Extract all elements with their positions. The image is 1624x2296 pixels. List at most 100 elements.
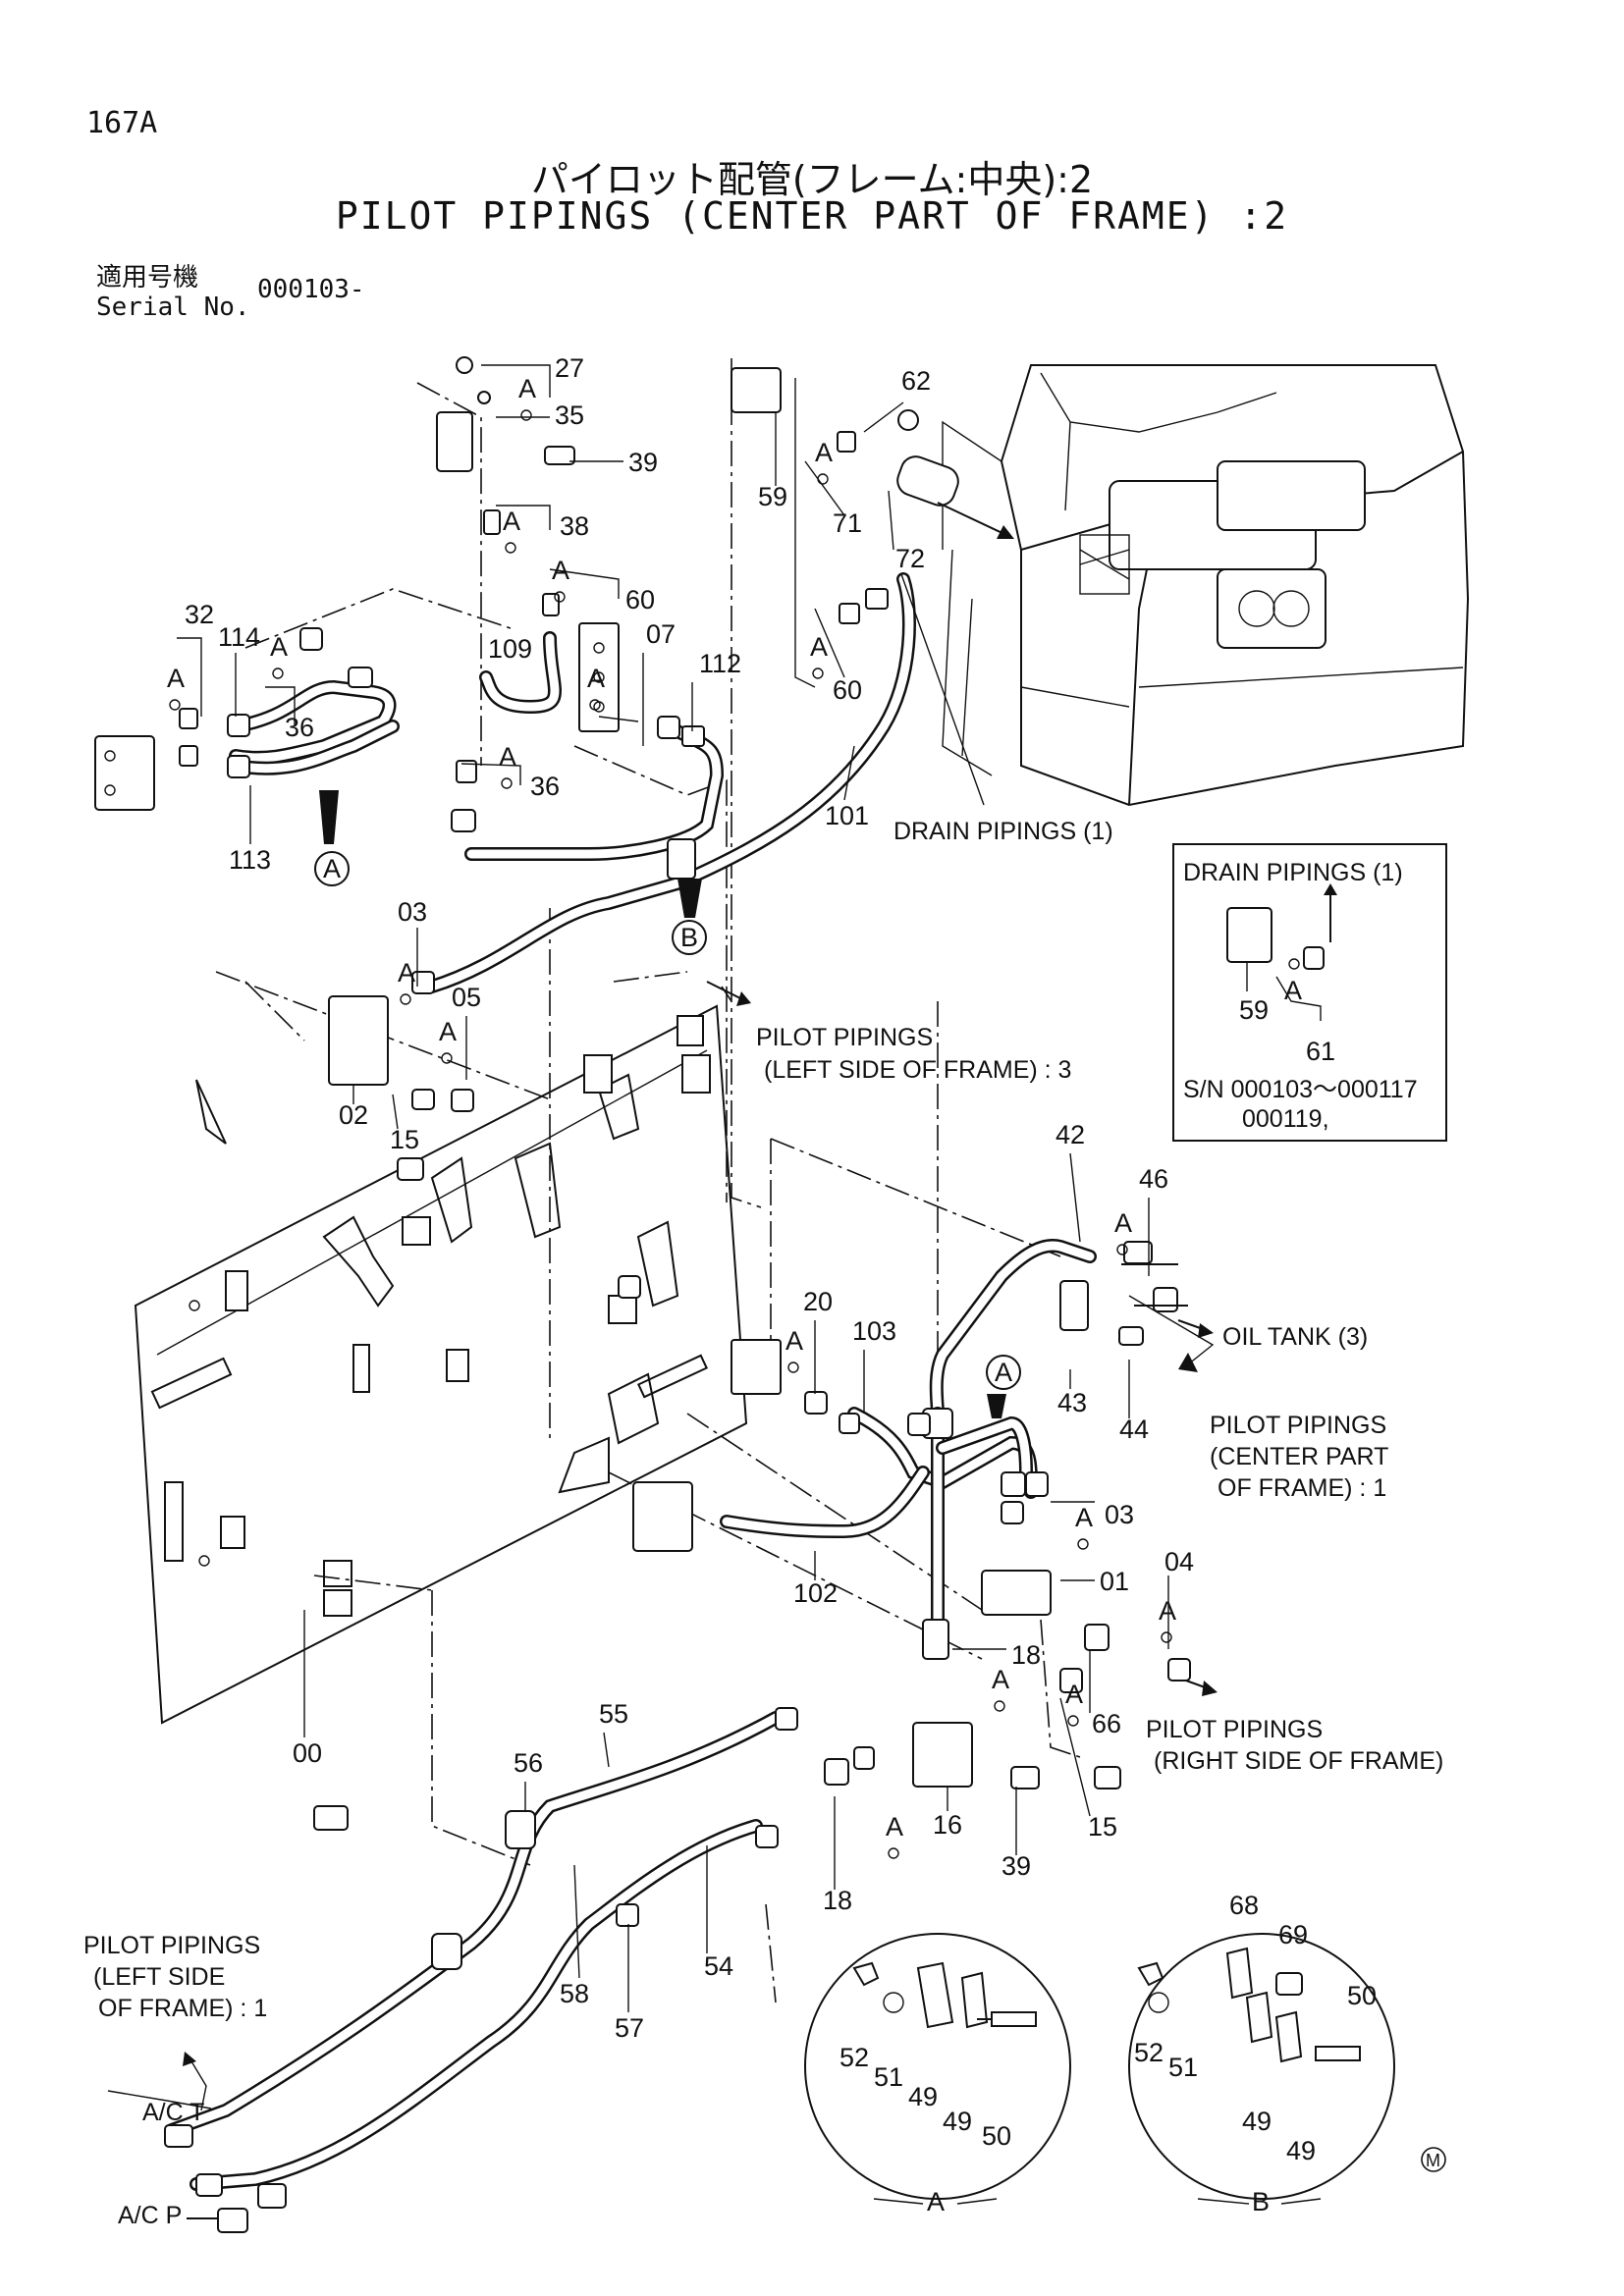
inset-serial-extra: 000119, — [1242, 1105, 1329, 1133]
part-59: 59 — [758, 482, 787, 511]
ref-pilot-right-line2: (RIGHT SIDE OF FRAME) — [1154, 1747, 1443, 1775]
part-18a: 18 — [1011, 1640, 1041, 1670]
part-46: 46 — [1139, 1164, 1168, 1194]
pipes — [165, 572, 1097, 2191]
o-ring-mark-2: A — [503, 507, 520, 536]
detail-b-part-69: 69 — [1278, 1920, 1308, 1949]
o-ring-icon — [272, 667, 284, 679]
o-ring-icon — [441, 1052, 453, 1064]
detail-b-part-68: 68 — [1229, 1891, 1259, 1920]
part-15a: 15 — [390, 1125, 419, 1154]
detail-a-label: A — [927, 2187, 945, 2216]
part-56: 56 — [514, 1748, 543, 1778]
part-112: 112 — [699, 649, 741, 678]
footer-symbol: M — [1426, 2151, 1440, 2170]
reference-labels: DRAIN PIPINGS (1) PILOT PIPINGS (LEFT SI… — [83, 818, 1443, 2229]
serial-number-range: 000103- — [257, 275, 365, 304]
detail-b-part-49a: 49 — [1242, 2107, 1272, 2136]
o-ring-mark-15: A — [1159, 1596, 1176, 1626]
o-ring-icon — [169, 699, 181, 711]
o-ring-mark-11: A — [439, 1017, 457, 1046]
detail-a-part-49b: 49 — [943, 2107, 972, 2136]
page-title: PILOT PIPINGS (CENTER PART OF FRAME) :2 — [335, 194, 1289, 238]
ref-pilot-right-line1: PILOT PIPINGS — [1146, 1716, 1323, 1743]
o-ring-mark-12: A — [1114, 1208, 1132, 1238]
part-71: 71 — [833, 508, 862, 538]
o-ring-mark-7: A — [499, 742, 516, 772]
components — [94, 367, 1089, 1970]
page-title-japanese: パイロット配管(フレーム:中央):2 — [530, 158, 1094, 201]
o-ring-mark-4: A — [587, 664, 605, 693]
detail-a-part-51: 51 — [874, 2062, 903, 2092]
part-35: 35 — [555, 400, 584, 430]
part-07: 07 — [646, 619, 676, 649]
inset-part-61: 61 — [1306, 1037, 1335, 1066]
o-ring-icon — [994, 1700, 1005, 1712]
part-03b: 03 — [1105, 1500, 1134, 1529]
detail-b: 68 69 50 52 51 49 49 B — [1128, 1891, 1395, 2216]
o-ring-mark-14: A — [1075, 1503, 1093, 1532]
part-58: 58 — [560, 1979, 589, 2008]
o-ring-icon — [1161, 1631, 1172, 1643]
ref-ac-t: A/C T — [142, 2099, 204, 2126]
part-103: 103 — [852, 1316, 896, 1346]
o-ring-mark-17: A — [1065, 1680, 1083, 1709]
detail-b-part-52: 52 — [1134, 2038, 1164, 2067]
inset-serial-range: S/N 000103～000117 — [1183, 1076, 1418, 1103]
part-114: 114 — [218, 622, 260, 652]
part-60b: 60 — [833, 675, 862, 705]
m-symbol-icon — [1421, 2147, 1446, 2172]
part-00: 00 — [293, 1738, 322, 1768]
ref-pilot-left1-line2: (LEFT SIDE — [93, 1963, 225, 1991]
ref-ac-p: A/C P — [118, 2202, 182, 2229]
reference-arrows — [107, 502, 1218, 2219]
o-ring-icon — [812, 667, 824, 679]
engine-sketch — [942, 364, 1470, 807]
o-ring-icon — [400, 993, 411, 1005]
part-27: 27 — [555, 353, 584, 383]
o-ring-icon — [1067, 1715, 1079, 1727]
ref-pilot-left3-line1: PILOT PIPINGS — [756, 1024, 933, 1051]
part-57: 57 — [615, 2013, 644, 2043]
o-ring-mark-8: A — [815, 438, 833, 467]
callout-a-upper: A — [323, 854, 341, 883]
detail-a: 52 51 49 49 50 A — [804, 1933, 1071, 2216]
part-43: 43 — [1057, 1388, 1087, 1417]
serial-label: Serial No. — [96, 293, 250, 322]
part-16: 16 — [933, 1810, 962, 1840]
o-ring-icon — [501, 777, 513, 789]
o-ring-icon — [520, 409, 532, 421]
detail-b-part-49b: 49 — [1286, 2136, 1316, 2165]
inset-title: DRAIN PIPINGS (1) — [1183, 859, 1403, 886]
part-113: 113 — [229, 845, 271, 875]
page-code: 167A — [86, 106, 158, 140]
detail-b-part-50: 50 — [1347, 1981, 1377, 2010]
inset-part-59: 59 — [1239, 995, 1269, 1025]
o-ring-icon — [589, 699, 601, 711]
detail-b-label: B — [1252, 2187, 1270, 2216]
ref-pilot-center1-line2: (CENTER PART — [1210, 1443, 1388, 1470]
detail-b-part-51: 51 — [1168, 2053, 1198, 2082]
part-101: 101 — [825, 801, 869, 830]
part-44: 44 — [1119, 1415, 1149, 1444]
part-leader-lines — [177, 364, 1169, 2012]
o-ring-icon — [505, 542, 516, 554]
part-38: 38 — [560, 511, 589, 541]
part-32: 32 — [185, 600, 214, 629]
o-ring-mark-16: A — [992, 1665, 1009, 1694]
part-03a: 03 — [398, 897, 427, 927]
part-66: 66 — [1092, 1709, 1121, 1738]
o-ring-icon — [554, 591, 566, 603]
callout-b: B — [680, 923, 698, 952]
part-02: 02 — [339, 1100, 368, 1130]
part-54: 54 — [704, 1951, 733, 1981]
callout-a-lower: A — [995, 1358, 1012, 1387]
part-18b: 18 — [823, 1886, 852, 1915]
part-102: 102 — [793, 1578, 838, 1608]
frame-plate — [134, 1004, 748, 1725]
o-ring-mark-10: A — [398, 958, 415, 988]
part-109: 109 — [488, 634, 532, 664]
part-04: 04 — [1164, 1547, 1194, 1576]
o-ring-mark-5: A — [270, 632, 288, 662]
